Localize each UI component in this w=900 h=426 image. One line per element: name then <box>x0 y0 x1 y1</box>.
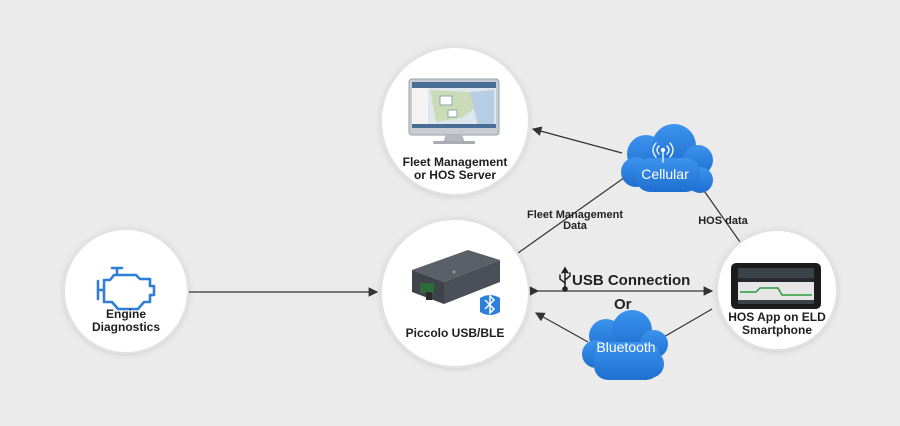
usb-connection-text: USB Connection <box>572 272 691 289</box>
engine-label: Engine Diagnostics <box>76 308 176 334</box>
or-label: Or <box>614 296 632 313</box>
line-piccolo-to-cellular <box>517 174 629 254</box>
fleet-data-line2: Data <box>563 220 587 232</box>
usb-connection-label: USB Connection <box>572 272 690 289</box>
phone-label-line2: Smartphone <box>741 323 812 337</box>
phone-icon <box>731 263 821 309</box>
piccolo-label-text: Piccolo USB/BLE <box>405 326 505 340</box>
bluetooth-cloud-label: Bluetooth <box>596 339 656 355</box>
engine-label-line2: Diagnostics <box>91 320 160 334</box>
usb-icon <box>559 266 571 292</box>
phone-label: HOS App on ELD Smartphone <box>717 311 837 337</box>
fleet-label-line1: Fleet Management <box>402 155 508 169</box>
line-phone-to-cellular <box>699 184 741 243</box>
bluetooth-cloud <box>582 310 668 380</box>
piccolo-label: Piccolo USB/BLE <box>395 327 515 340</box>
fleet-data-line1: Fleet Management <box>527 209 623 221</box>
cellular-cloud <box>621 124 713 193</box>
cellular-label: Cellular <box>641 166 689 182</box>
arrow-bluetooth-to-piccolo <box>534 312 589 343</box>
phone-label-line1: HOS App on ELD <box>728 310 826 324</box>
monitor-icon <box>408 78 500 144</box>
fleet-label: Fleet Management or HOS Server <box>385 156 525 182</box>
arrow-cellular-to-fleet <box>531 126 623 154</box>
hos-data-label: HOS data <box>698 215 748 227</box>
bluetooth-icon <box>480 294 500 315</box>
antenna-icon <box>652 142 674 163</box>
engine-label-line1: Engine <box>105 307 146 321</box>
line-bluetooth-to-phone <box>661 308 713 339</box>
engine-check-icon <box>96 266 156 311</box>
fleet-data-label: Fleet Management Data <box>515 210 635 232</box>
engine-node-circle <box>63 228 189 354</box>
fleet-label-line2: or HOS Server <box>413 168 497 182</box>
device-icon <box>412 250 500 304</box>
